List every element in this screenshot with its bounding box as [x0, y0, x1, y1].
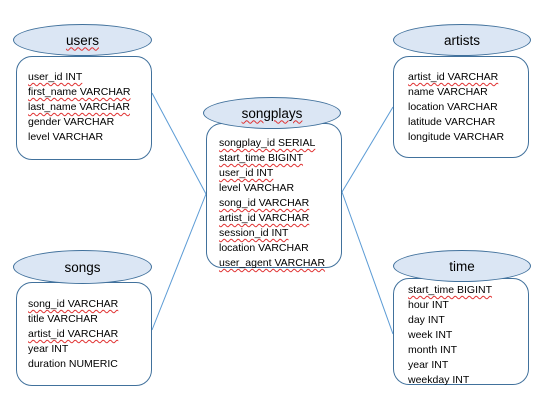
field-list: artist_id VARCHAR name VARCHAR location …: [394, 57, 528, 145]
table-songs: song_id VARCHAR title VARCHAR artist_id …: [16, 282, 152, 386]
field-longitude: longitude VARCHAR: [408, 131, 505, 143]
table-title-artists: artists: [393, 24, 531, 56]
field-list: start_time BIGINT hour INT day INT week …: [394, 279, 528, 388]
connector-songplays-users: [151, 92, 207, 195]
connector-songplays-artists: [341, 106, 394, 193]
field-gender: gender VARCHAR: [28, 116, 115, 128]
table-title-songs: songs: [13, 250, 152, 284]
field-user-id: user_id INT: [219, 167, 274, 179]
field-song-id: song_id VARCHAR: [28, 298, 119, 310]
field-list: user_id INT first_name VARCHAR last_name…: [17, 57, 151, 145]
table-artists: artist_id VARCHAR name VARCHAR location …: [393, 56, 529, 158]
field-level: level VARCHAR: [219, 182, 295, 194]
field-day: day INT: [408, 314, 445, 326]
field-songplay-id: songplay_id SERIAL: [219, 137, 316, 149]
table-time: start_time BIGINT hour INT day INT week …: [393, 278, 529, 388]
field-hour: hour INT: [408, 299, 449, 311]
field-week: week INT: [408, 329, 453, 341]
field-session-id: session_id INT: [219, 227, 289, 239]
field-location: location VARCHAR: [408, 101, 498, 113]
connector-songplays-songs: [151, 193, 207, 331]
field-list: song_id VARCHAR title VARCHAR artist_id …: [17, 283, 151, 372]
field-month: month INT: [408, 344, 458, 356]
field-user-id: user_id INT: [28, 71, 83, 83]
table-songplays: songplay_id SERIAL start_time BIGINT use…: [206, 123, 342, 271]
field-last-name: last_name VARCHAR: [28, 101, 130, 113]
table-title-songplays: songplays: [203, 97, 341, 129]
field-latitude: latitude VARCHAR: [408, 116, 496, 128]
field-name: name VARCHAR: [408, 86, 488, 98]
field-artist-id: artist_id VARCHAR: [28, 328, 119, 340]
field-user-agent: user_agent VARCHAR: [219, 257, 326, 269]
table-title-users: users: [13, 24, 152, 56]
field-level: level VARCHAR: [28, 131, 104, 143]
field-start-time: start_time BIGINT: [219, 152, 304, 164]
field-duration: duration NUMERIC: [28, 358, 118, 370]
field-list: songplay_id SERIAL start_time BIGINT use…: [207, 124, 341, 271]
field-artist-id: artist_id VARCHAR: [219, 212, 310, 224]
field-weekday: weekday INT: [408, 374, 470, 386]
field-first-name: first_name VARCHAR: [28, 86, 131, 98]
field-song-id: song_id VARCHAR: [219, 197, 310, 209]
table-title-time: time: [393, 250, 531, 282]
field-start-time: start_time BIGINT: [408, 284, 493, 296]
field-title: title VARCHAR: [28, 313, 98, 325]
field-artist-id: artist_id VARCHAR: [408, 71, 499, 83]
connector-songplays-time: [341, 191, 394, 335]
field-year: year INT: [408, 359, 449, 371]
table-users: user_id INT first_name VARCHAR last_name…: [16, 56, 152, 160]
field-year: year INT: [28, 343, 69, 355]
field-location: location VARCHAR: [219, 242, 309, 254]
